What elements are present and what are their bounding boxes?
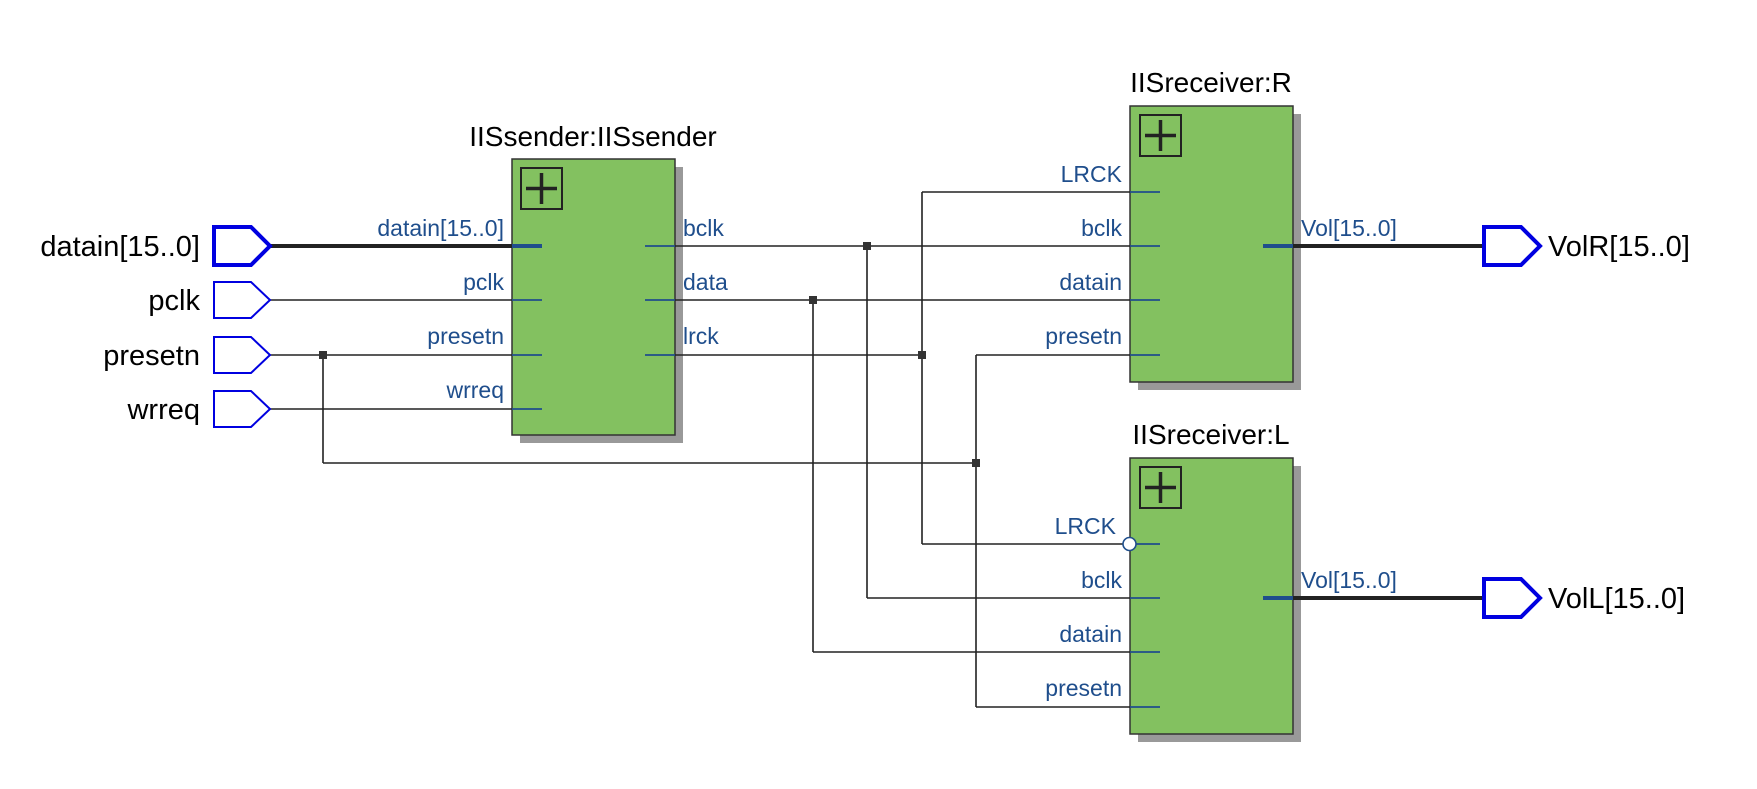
receiver-l-port-lrck-label: LRCK	[1055, 513, 1117, 539]
input-pin-pclk-icon[interactable]	[213, 281, 272, 319]
sender-port-bclk-label: bclk	[683, 215, 724, 241]
junction-bclk	[863, 242, 871, 250]
sender-port-pclk-label: pclk	[463, 269, 504, 295]
receiver-l-expand-icon[interactable]	[1139, 466, 1182, 509]
sender-port-presetn-label: presetn	[427, 323, 504, 349]
sender-block-body[interactable]	[511, 158, 676, 436]
junction-lrck	[918, 351, 926, 359]
sender-port-lrck-label: lrck	[683, 323, 719, 349]
input-pin-presetn-icon[interactable]	[213, 336, 272, 374]
junction-presetn	[319, 351, 327, 359]
output-label-voll: VolL[15..0]	[1548, 583, 1685, 615]
receiver-l-port-presetn-label: presetn	[1045, 675, 1122, 701]
sender-port-data-label: data	[683, 269, 728, 295]
sender-expand-icon[interactable]	[520, 167, 563, 210]
sender-block[interactable]	[511, 158, 676, 436]
receiver-l-lrck-inverter-bubble	[1122, 536, 1137, 552]
receiver-r-port-presetn-label: presetn	[1045, 323, 1122, 349]
input-label-presetn: presetn	[103, 340, 200, 372]
junction-data	[809, 296, 817, 304]
receiver-r-port-vol-label: Vol[15..0]	[1301, 215, 1397, 241]
input-label-datain: datain[15..0]	[40, 231, 200, 263]
output-pin-voll-icon[interactable]	[1482, 577, 1543, 619]
receiver-l-port-bclk-label: bclk	[1081, 567, 1122, 593]
receiver-l-port-vol-label: Vol[15..0]	[1301, 567, 1397, 593]
receiver-r-block-title: IISreceiver:R	[1130, 67, 1292, 98]
receiver-l-block-title: IISreceiver:L	[1132, 419, 1289, 450]
receiver-r-port-datain-label: datain	[1059, 269, 1122, 295]
input-pin-datain-icon[interactable]	[212, 225, 273, 267]
output-pin-volr-icon[interactable]	[1482, 225, 1543, 267]
receiver-r-port-bclk-label: bclk	[1081, 215, 1122, 241]
junction-presetn-bus	[972, 459, 980, 467]
input-label-wrreq: wrreq	[126, 394, 200, 426]
sender-block-title: IISsender:IISsender	[469, 121, 716, 152]
receiver-r-port-lrck-label: LRCK	[1061, 161, 1123, 187]
sender-port-wrreq-label: wrreq	[445, 377, 504, 403]
sender-port-datain-label: datain[15..0]	[377, 215, 504, 241]
receiver-r-expand-icon[interactable]	[1139, 114, 1182, 157]
input-pin-wrreq-icon[interactable]	[213, 390, 272, 428]
receiver-l-port-datain-label: datain	[1059, 621, 1122, 647]
input-label-pclk: pclk	[148, 285, 200, 317]
output-label-volr: VolR[15..0]	[1548, 231, 1690, 263]
